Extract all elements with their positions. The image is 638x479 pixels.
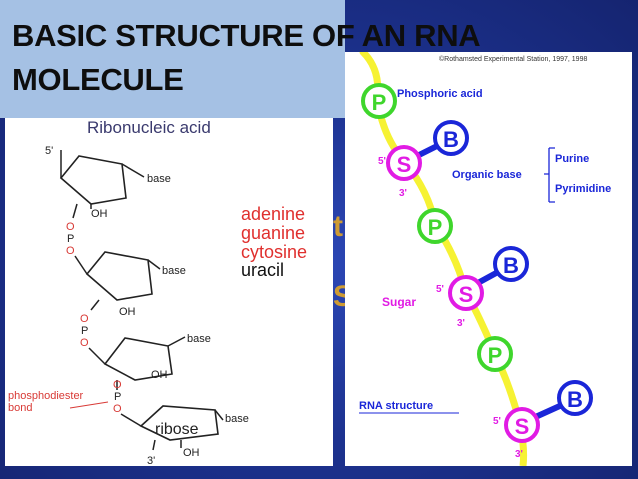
bond-line: [152, 439, 156, 451]
o-label: O: [113, 403, 122, 415]
oh-label: OH: [151, 369, 168, 381]
copyright-notice: ©Rothamsted Experimental Station, 1997, …: [439, 55, 587, 63]
sugar-label: Sugar: [382, 295, 416, 309]
phosphate-node: P: [417, 208, 453, 244]
o-label: O: [66, 245, 75, 257]
bond-line: [88, 347, 106, 365]
ribonucleic-acid-heading: Ribonucleic acid: [87, 118, 211, 137]
phosphate-node: P: [477, 336, 513, 372]
bond-line: [167, 336, 186, 347]
oh-label: OH: [119, 306, 136, 318]
base-label: base: [225, 413, 249, 425]
background-decoration: t: [333, 210, 343, 243]
base-uracil: uracil: [241, 260, 284, 280]
phosphodiester-label: phosphodiester: [8, 390, 84, 402]
sugar-node: S: [504, 407, 540, 443]
purine-label: Purine: [555, 153, 589, 165]
bond-line: [90, 299, 100, 311]
base-adenine: adenine: [241, 204, 305, 224]
rna-structure-panel: ©Rothamsted Experimental Station, 1997, …: [345, 48, 632, 467]
title-line-2: MOLECULE: [12, 62, 184, 97]
phosphoric-acid-label: Phosphoric acid: [397, 88, 483, 100]
ribonucleic-acid-diagram: Ribonucleic acid 5' base OH O P O base O…: [8, 118, 307, 467]
phosphate-letter: P: [488, 343, 503, 368]
sugar-letter: S: [515, 414, 530, 439]
rna-structure-label: RNA structure: [359, 400, 433, 412]
pyrimidine-label: Pyrimidine: [555, 183, 611, 195]
base-letter: B: [567, 387, 583, 412]
ribose-ring: [85, 251, 153, 301]
base-cytosine: cytosine: [241, 242, 307, 262]
phosphate-node: P: [361, 83, 397, 119]
bond-line: [214, 409, 224, 421]
three-prime-label: 3': [147, 455, 155, 466]
ribose-ring: [139, 405, 219, 441]
bracket: [544, 147, 555, 203]
base-guanine: guanine: [241, 223, 305, 243]
five-prime-label: 5': [436, 284, 444, 295]
five-prime-label: 5': [493, 416, 501, 427]
phosphate-letter: P: [372, 90, 387, 115]
three-prime-label: 3': [399, 188, 407, 199]
sugar-letter: S: [397, 152, 412, 177]
p-label: P: [67, 233, 74, 245]
title-line-1: BASIC STRUCTURE OF AN RNA: [12, 18, 481, 53]
bond-line: [74, 255, 88, 275]
sugar-node: S: [386, 145, 422, 181]
five-prime-label: 5': [378, 156, 386, 167]
three-prime-label: 3': [457, 318, 465, 329]
slide-title: BASIC STRUCTURE OF AN RNA MOLECULE: [12, 14, 572, 102]
oh-label: OH: [183, 447, 200, 459]
bond-line: [147, 259, 161, 270]
three-prime-label: 3': [515, 449, 523, 460]
base-letter: B: [503, 253, 519, 278]
p-label: P: [114, 391, 121, 403]
base-label: base: [147, 173, 171, 185]
oh-label: OH: [91, 208, 108, 220]
ribose-ring: [103, 337, 173, 381]
base-node: B: [433, 120, 469, 156]
ribose-ring: [59, 155, 127, 205]
o-label: O: [80, 337, 89, 349]
phosphate-letter: P: [428, 215, 443, 240]
base-label: base: [187, 333, 211, 345]
organic-base-label: Organic base: [452, 169, 522, 181]
o-label: O: [66, 221, 75, 233]
five-prime-label: 5': [45, 145, 53, 157]
o-label: O: [113, 379, 122, 391]
base-node: B: [493, 246, 529, 282]
ribonucleic-acid-panel: Ribonucleic acid 5' base OH O P O base O…: [5, 118, 333, 467]
p-label: P: [81, 325, 88, 337]
pointer-line: [69, 401, 109, 409]
base-label: base: [162, 265, 186, 277]
base-letter: B: [443, 127, 459, 152]
rna-structure-diagram: ©Rothamsted Experimental Station, 1997, …: [359, 48, 611, 467]
title-box: [0, 0, 345, 118]
bond-line: [72, 203, 78, 219]
bond-label: bond: [8, 402, 32, 414]
o-label: O: [80, 313, 89, 325]
bond-line: [120, 413, 142, 427]
sugar-letter: S: [459, 282, 474, 307]
base-node: B: [557, 380, 593, 416]
sugar-node: S: [448, 275, 484, 311]
bond-line: [121, 163, 145, 178]
ribose-label: ribose: [155, 421, 199, 438]
